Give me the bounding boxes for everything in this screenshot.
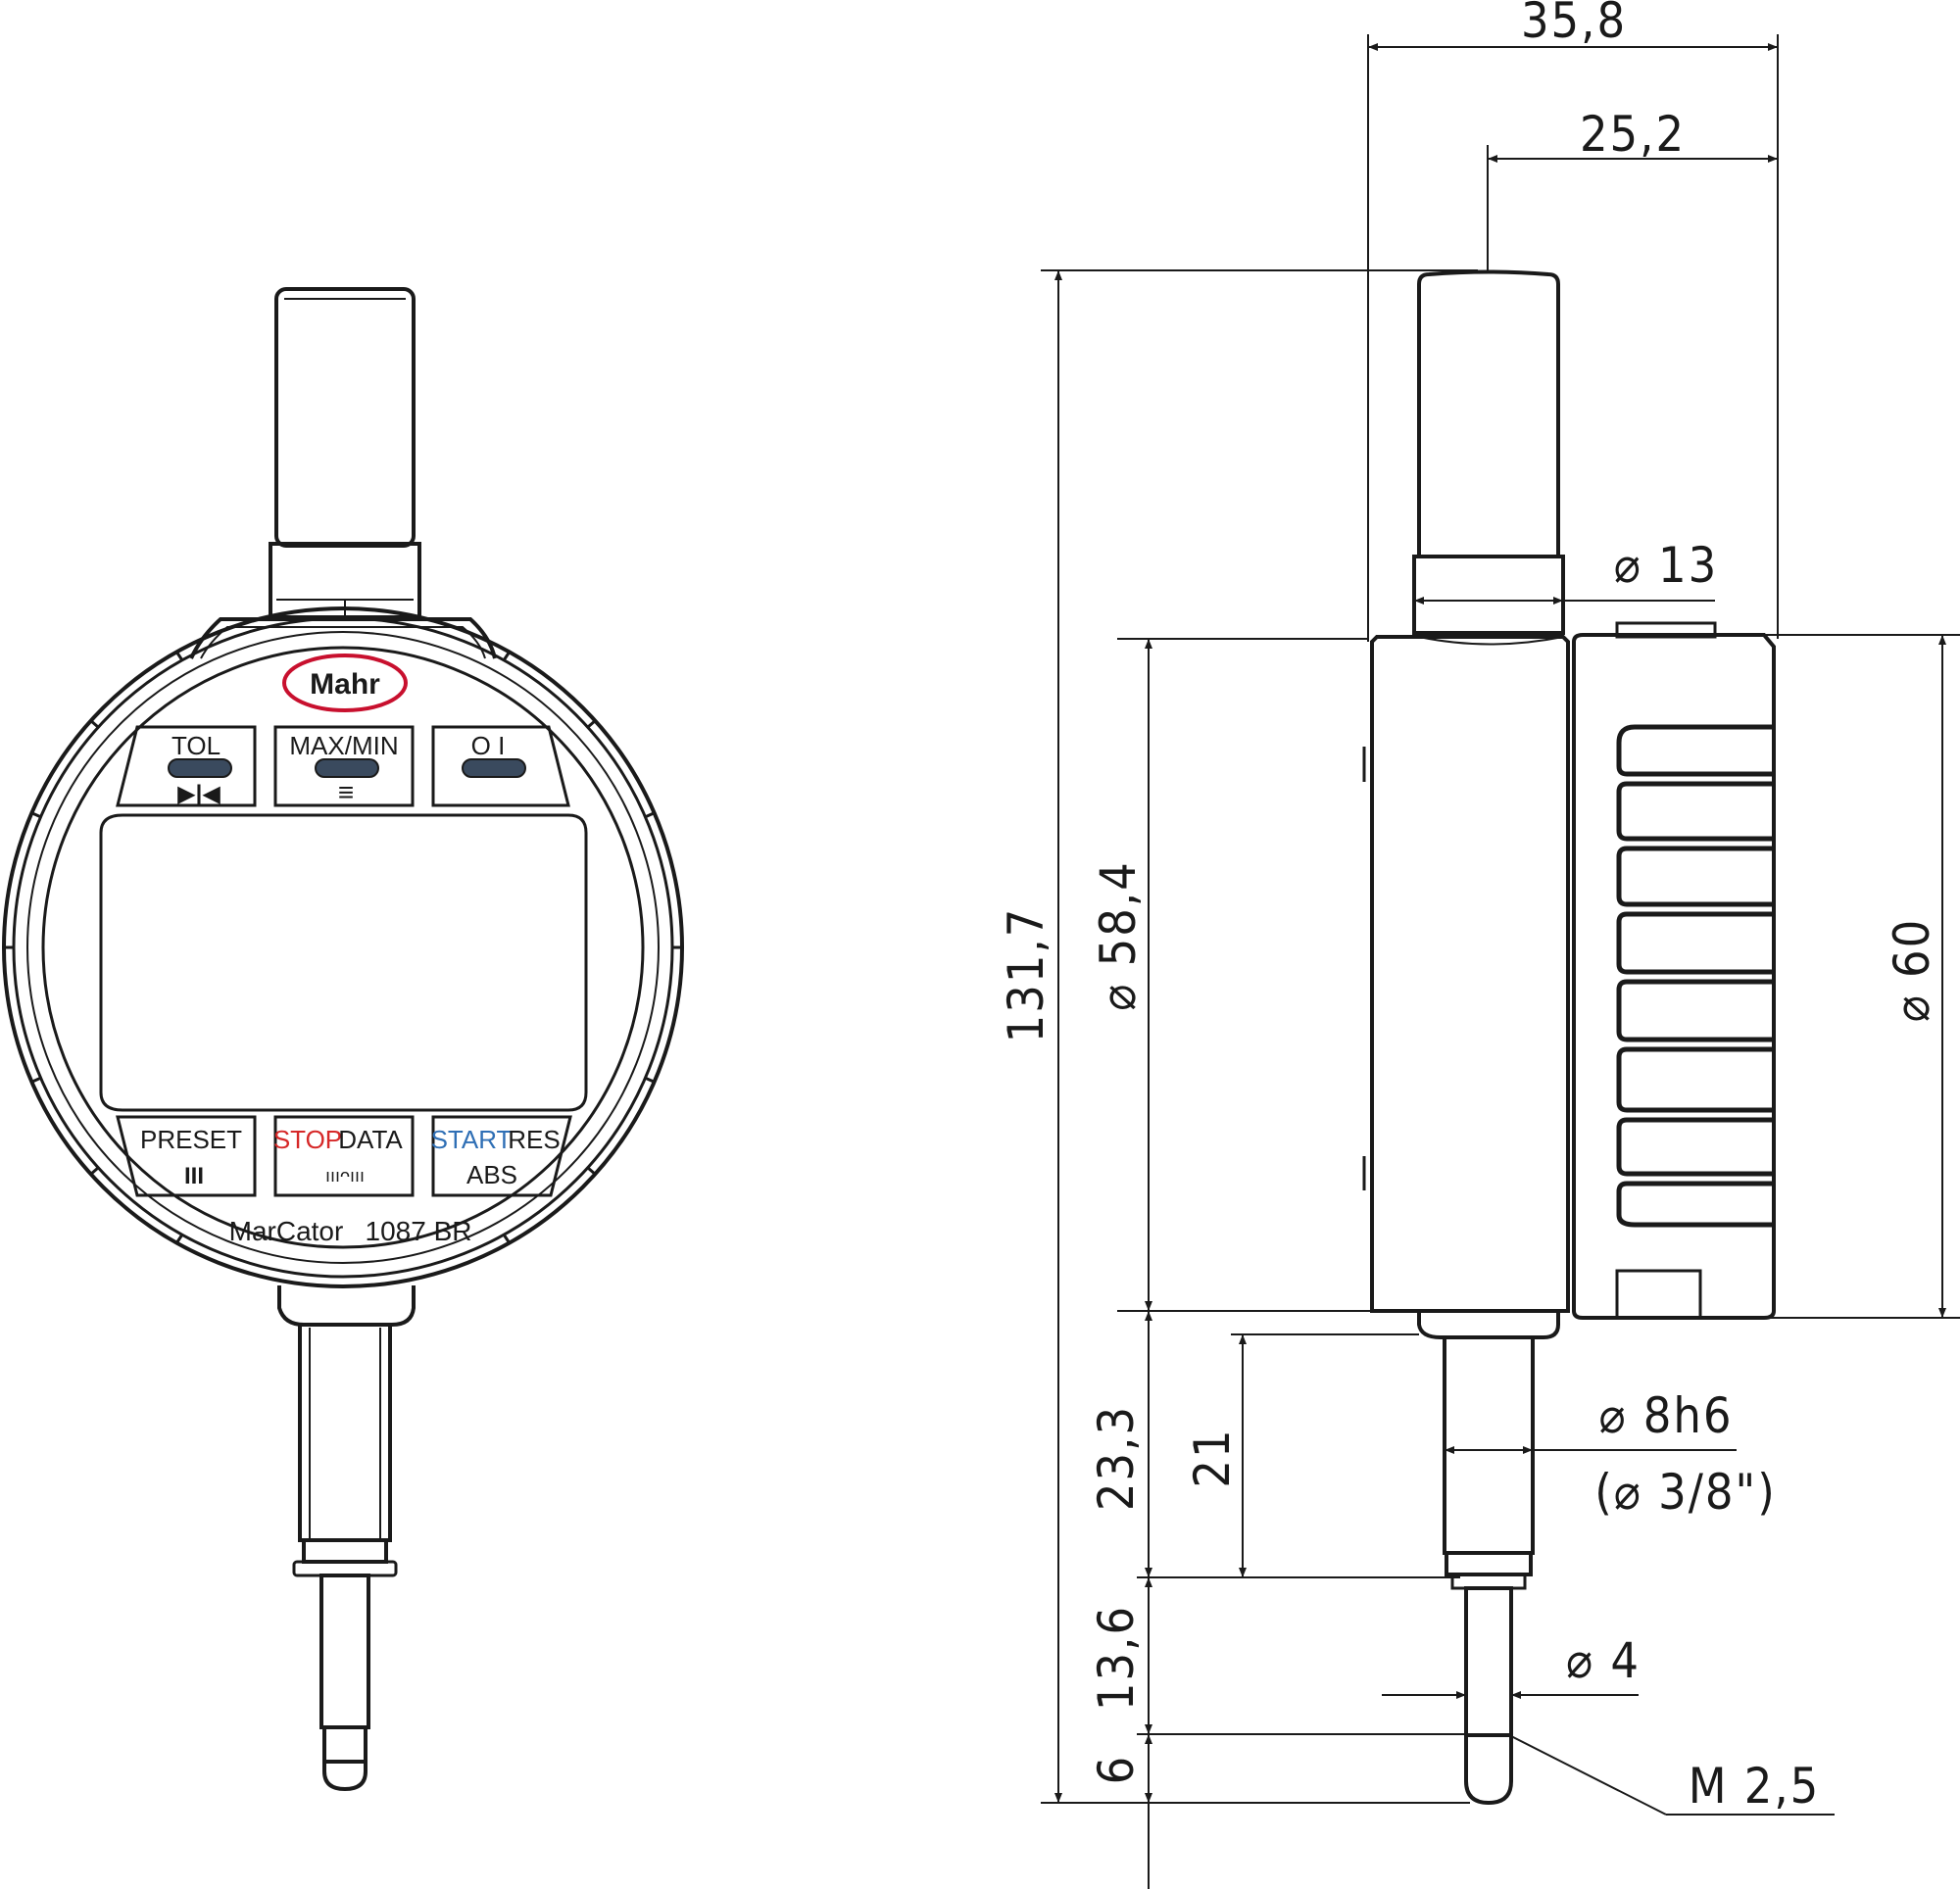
bezel-grips — [4, 651, 682, 1244]
button-preset-symbol: III — [184, 1163, 204, 1189]
tol-key-symbol: ▶|◀ — [177, 781, 220, 807]
grip-ribs — [1616, 724, 1774, 1228]
button-start-res[interactable] — [431, 1115, 572, 1197]
stem-ring-lower — [292, 1560, 398, 1577]
model-name: MarCator — [229, 1216, 344, 1246]
bottom-buttons: PRESET III STOP DATA ıııᴖııı START RES A… — [116, 1115, 572, 1197]
stem — [298, 1323, 392, 1542]
dial-face — [41, 646, 645, 1249]
bezel-ring-inner — [26, 631, 660, 1264]
side-stem-ring-lower — [1450, 1573, 1527, 1590]
dimension-labels: 35,8 25,2 ⌀ 13 131,7 ⌀ 58,4 ⌀ 60 23,3 21… — [998, 0, 1940, 1815]
button-on-off[interactable] — [431, 725, 570, 807]
dim-bezel-diameter: ⌀ 60 — [1884, 918, 1940, 1023]
dim-width-total: 35,8 — [1521, 0, 1627, 49]
side-stem — [1443, 1335, 1535, 1555]
plunger — [319, 1574, 370, 1729]
side-view — [1362, 269, 1776, 1806]
button-tol-label: TOL — [172, 731, 220, 760]
side-stem-ring — [1445, 1551, 1533, 1576]
side-lug — [1417, 1311, 1560, 1339]
button-preset-label: PRESET — [140, 1125, 242, 1154]
lcd-display — [99, 813, 588, 1112]
button-tol[interactable] — [116, 725, 257, 807]
dim-width-partial: 25,2 — [1580, 106, 1686, 163]
top-buttons: TOL ▶|◀ MAX/MIN ≡ O I — [116, 725, 570, 807]
button-stop-label: STOP — [273, 1125, 342, 1154]
side-bezel — [1572, 633, 1776, 1320]
button-max-min-label: MAX/MIN — [289, 731, 398, 760]
max-min-key-symbol: ≡ — [338, 777, 354, 807]
brand-name: Mahr — [310, 668, 380, 701]
dim-stem-clamp: 21 — [1184, 1428, 1241, 1487]
button-stop-data-symbol: ıııᴖııı — [325, 1166, 365, 1186]
dim-plunger-length: 13,6 — [1088, 1605, 1145, 1711]
dim-cap-diameter: ⌀ 13 — [1614, 537, 1719, 594]
dim-body-diameter: ⌀ 58,4 — [1090, 860, 1147, 1010]
dim-height-total: 131,7 — [998, 907, 1054, 1043]
dimension-lines — [1041, 34, 1960, 1889]
max-min-key[interactable] — [315, 758, 379, 778]
button-on-off-label: O I — [471, 731, 506, 760]
button-abs-label: ABS — [466, 1160, 517, 1189]
dim-thread: M 2,5 — [1689, 1758, 1821, 1815]
dim-stem-diameter-inch: (⌀ 3/8") — [1594, 1464, 1777, 1521]
side-contact — [1464, 1735, 1513, 1806]
button-max-min[interactable] — [273, 725, 415, 807]
side-plunger — [1464, 1586, 1513, 1737]
side-cap — [1417, 269, 1560, 557]
contact-tip — [322, 1725, 368, 1764]
button-preset[interactable] — [116, 1115, 257, 1197]
button-res-label: RES — [508, 1125, 560, 1154]
tol-key[interactable] — [168, 758, 232, 778]
dim-tip-length: 6 — [1088, 1755, 1145, 1785]
contact-ball — [322, 1762, 368, 1792]
button-start-label: START — [431, 1125, 513, 1154]
side-bezel-tab-top — [1615, 621, 1717, 639]
top-cap — [274, 287, 416, 548]
button-data-label: DATA — [338, 1125, 403, 1154]
stem-ring — [302, 1538, 388, 1564]
dim-plunger-diameter: ⌀ 4 — [1566, 1632, 1641, 1689]
side-body — [1370, 635, 1570, 1313]
side-cap-collar — [1412, 555, 1565, 635]
dim-stem-diameter: ⌀ 8h6 — [1598, 1387, 1733, 1444]
dim-stem-length: 23,3 — [1088, 1405, 1145, 1511]
bottom-lug — [277, 1285, 416, 1327]
brand-logo — [282, 654, 408, 712]
side-bezel-tab-bottom — [1615, 1269, 1702, 1320]
on-off-key[interactable] — [462, 758, 526, 778]
front-view: Mahr TOL ▶|◀ MAX/MIN ≡ O I PRESET III ST… — [2, 287, 684, 1792]
model-number: 1087 BR — [366, 1216, 472, 1246]
button-stop-data[interactable] — [273, 1115, 415, 1197]
